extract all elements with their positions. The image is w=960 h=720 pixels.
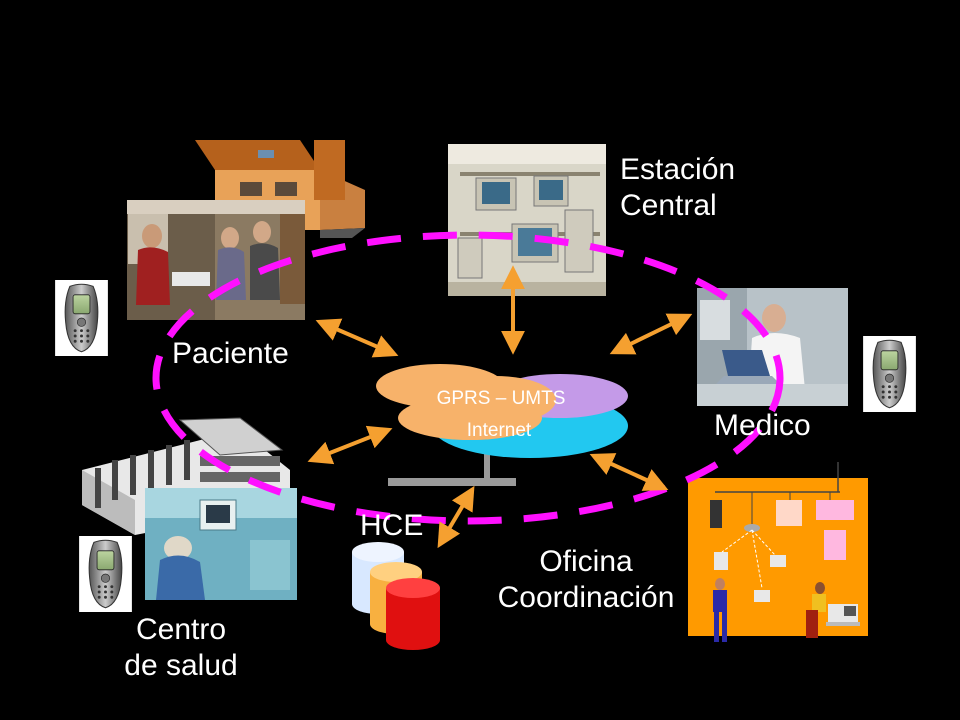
arrow-paciente-network — [315, 318, 399, 358]
label-oficina-line1: Oficina — [539, 545, 633, 578]
network-cloud: GPRS – UMTS Internet — [376, 364, 628, 486]
mobile-phone-icon — [54, 280, 109, 356]
label-centro-salud: Centro de salud — [116, 612, 246, 684]
label-medico: Medico — [714, 409, 811, 442]
label-centro-line2: de salud — [124, 649, 238, 682]
label-oficina-coordinacion: Oficina Coordinación — [494, 544, 678, 616]
computer-station-photo — [448, 144, 606, 296]
mobile-phone-icon — [78, 536, 133, 612]
office-coordination-illustration — [688, 462, 868, 642]
label-paciente: Paciente — [172, 337, 289, 370]
health-center-photo — [145, 488, 297, 600]
arrow-hce-network — [437, 485, 475, 549]
label-estacion-line2: Central — [620, 189, 717, 222]
cloud-line-1: GPRS – UMTS — [437, 388, 566, 409]
label-centro-line1: Centro — [135, 613, 227, 646]
label-hce: HCE — [360, 509, 424, 542]
label-estacion-line1: Estación — [620, 153, 736, 186]
label-oficina-line2: Coordinación — [497, 581, 675, 614]
cloud-line-2: Internet — [467, 420, 532, 441]
doctor-with-laptop-photo — [697, 288, 848, 406]
arrow-medico-network — [609, 313, 693, 355]
patients-at-home-photo — [127, 200, 305, 320]
mobile-phone-icon — [862, 336, 917, 412]
database-cylinders-icon — [352, 542, 440, 650]
arrow-centro-network — [307, 425, 393, 465]
label-estacion-central: Estación Central — [620, 152, 735, 224]
arrow-oficina-network — [589, 453, 669, 491]
